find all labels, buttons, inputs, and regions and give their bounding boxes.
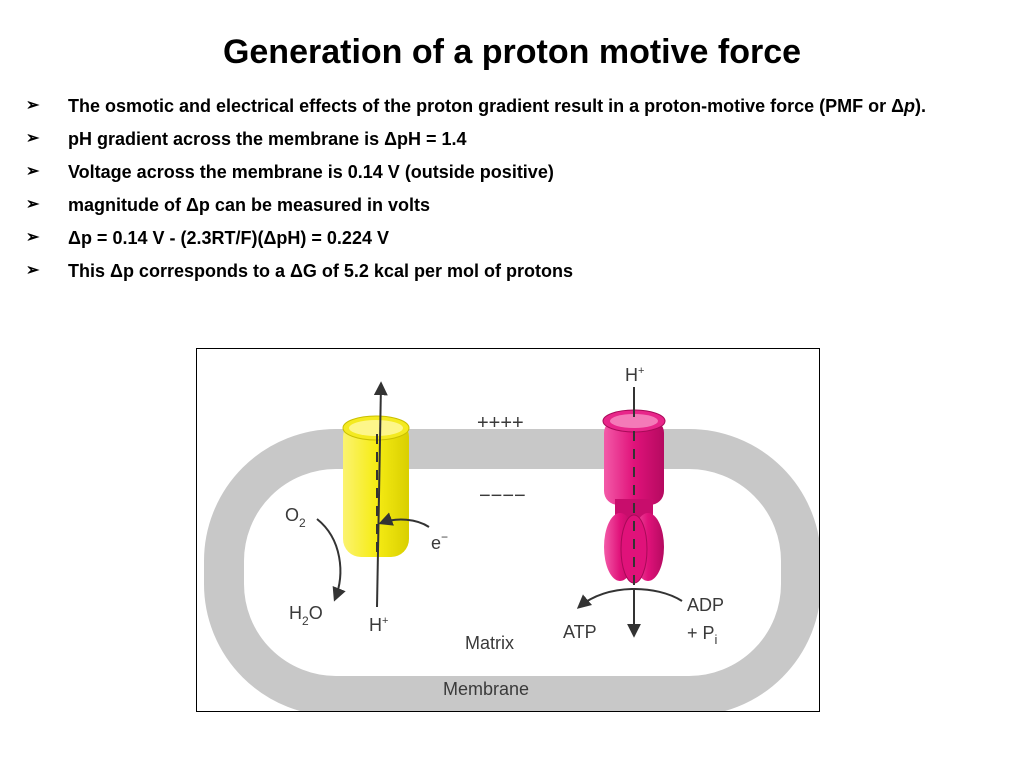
arrow-bullet-icon: ➢	[26, 229, 40, 246]
bullet-item: ➢ magnitude of Δp can be measured in vol…	[26, 192, 998, 218]
bullet-item: ➢ This Δp corresponds to a ΔG of 5.2 kca…	[26, 258, 998, 284]
pi-pre: + P	[687, 623, 715, 643]
bullet-item: ➢ The osmotic and electrical effects of …	[26, 93, 998, 119]
h2o-sub: 2	[302, 614, 309, 628]
arrow-bullet-icon: ➢	[26, 97, 40, 114]
pi-sub: i	[715, 632, 718, 647]
bullet-text-end: ).	[915, 96, 927, 116]
bullet-item: ➢ Voltage across the membrane is 0.14 V …	[26, 159, 998, 185]
h-plus-top-main: H	[625, 365, 638, 385]
h-plus-bottom-sup: +	[382, 615, 388, 627]
h2o-label: H2O	[289, 603, 323, 628]
oxygen-reduction-arrow	[316, 518, 346, 602]
membrane-label: Membrane	[443, 679, 529, 699]
matrix-label: Matrix	[465, 633, 514, 653]
pi-label: + Pi	[687, 623, 718, 647]
h2o-pre: H	[289, 603, 302, 623]
bullet-text: Δp = 0.14 V - (2.3RT/F)(ΔpH) = 0.224 V	[68, 228, 389, 248]
h-plus-bottom-label: H+	[369, 615, 388, 635]
bullet-text: magnitude of Δp can be measured in volts	[68, 195, 431, 215]
arrow-bullet-icon: ➢	[26, 163, 40, 180]
h-plus-top-sup: +	[638, 365, 644, 377]
bullet-text: The osmotic and electrical effects of th…	[68, 96, 905, 116]
electron-main: e	[431, 533, 441, 553]
proton-motive-force-diagram: ++++ −−−−	[196, 348, 820, 712]
outside-charge-label: ++++	[477, 412, 524, 434]
h2o-post: O	[309, 603, 323, 623]
bullet-text: Voltage across the membrane is 0.14 V (o…	[68, 162, 554, 182]
bullet-item: ➢ Δp = 0.14 V - (2.3RT/F)(ΔpH) = 0.224 V	[26, 225, 998, 251]
inside-charge-label: −−−−	[479, 485, 526, 507]
adp-label: ADP	[687, 595, 724, 615]
bullet-text: This Δp corresponds to a ΔG of 5.2 kcal …	[68, 261, 573, 281]
o2-sub: 2	[299, 516, 306, 530]
bullet-text-italic: p	[904, 96, 916, 116]
arrow-bullet-icon: ➢	[26, 196, 40, 213]
bullet-text: pH gradient across the membrane is ΔpH =…	[68, 129, 467, 149]
atp-synthesis-arrow	[576, 587, 683, 609]
atp-synthase	[602, 409, 666, 584]
h-plus-top-label: H+	[625, 365, 644, 385]
bullet-list: ➢ The osmotic and electrical effects of …	[26, 93, 998, 291]
h-plus-bottom-main: H	[369, 615, 382, 635]
electron-label: e−	[431, 530, 448, 553]
arrow-bullet-icon: ➢	[26, 262, 40, 279]
slide-title: Generation of a proton motive force	[222, 33, 802, 71]
membrane-ring	[204, 429, 819, 711]
electron-arrow	[378, 512, 430, 528]
proton-flow-arrow	[373, 381, 388, 608]
arrow-bullet-icon: ➢	[26, 130, 40, 147]
o2-label: O2	[285, 505, 306, 530]
electron-sup: −	[441, 530, 448, 544]
bullet-item: ➢ pH gradient across the membrane is ΔpH…	[26, 126, 998, 152]
atp-label: ATP	[563, 622, 597, 642]
o2-main: O	[285, 505, 299, 525]
